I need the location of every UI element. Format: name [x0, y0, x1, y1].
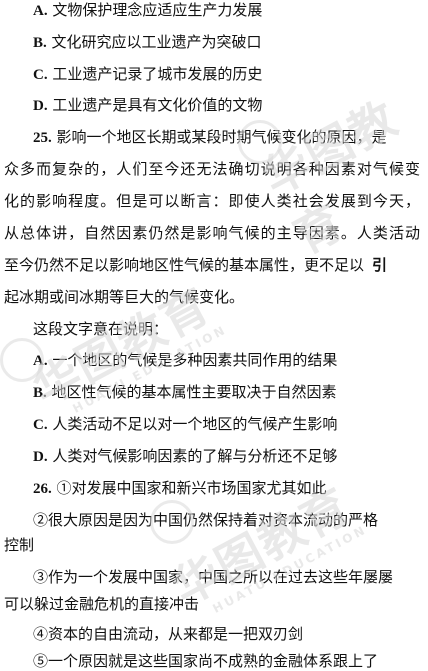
option-text: 人类活动不足以对一个地区的气候产生影响: [52, 415, 338, 433]
q25-prompt: 这段文字意在说明：: [33, 320, 169, 338]
option-letter: D.: [33, 449, 48, 465]
passage-text: 影响一个地区长期或某段时期气候变化的原因，是: [56, 128, 387, 146]
item-mark: ①: [56, 479, 72, 497]
item-mark: ③: [33, 568, 49, 586]
option-text: 文物保护理念应适应生产力发展: [52, 1, 263, 19]
item-text: 资本的自由流动，从来都是一把双刃剑: [48, 625, 304, 643]
q24-option-a: A. 文物保护理念应适应生产力发展: [33, 0, 262, 21]
q25-passage-line-5: 至今仍然不足以影响地区性气候的基本属性，更不足以引: [4, 255, 387, 276]
q25-passage-line-4: 从总体讲，自然因素仍然是影响气候的主导因素。人类活动: [4, 224, 420, 242]
inline-label: 引: [372, 258, 388, 274]
item-text: 对发展中国家和新兴市场国家尤其如此: [71, 479, 327, 497]
item-text: 很大原因是因为中国仍然保持着对资本流动的严格: [48, 511, 379, 529]
option-letter: A.: [33, 353, 48, 369]
q25-option-d: D. 人类对气候影响因素的了解与分析还不足够: [33, 446, 337, 467]
item-text: 一个原因就是这些国家尚不成熟的金融体系跟上了: [48, 652, 379, 670]
q25-passage-line-1: 25. 影响一个地区长期或某段时期气候变化的原因，是: [33, 127, 387, 148]
option-letter: C.: [33, 67, 48, 83]
q26-item-5: ⑤一个原因就是这些国家尚不成熟的金融体系跟上了: [33, 651, 378, 671]
q26-item-2: ②很大原因是因为中国仍然保持着对资本流动的严格: [33, 510, 378, 530]
passage-text: 至今仍然不足以影响地区性气候的基本属性，更不足以: [4, 256, 365, 274]
item-text: 作为一个发展中国家，中国之所以在过去这些年屡屡: [48, 568, 394, 586]
item-mark: ④: [33, 625, 49, 643]
q26-item-2-cont: 控制: [4, 536, 35, 554]
q26-item-3-cont: 可以躲过金融危机的直接冲击: [4, 595, 200, 613]
option-text: 工业遗产记录了城市发展的历史: [52, 65, 263, 83]
item-mark: ⑤: [33, 652, 49, 670]
option-letter: C.: [33, 417, 48, 433]
option-text: 一个地区的气候是多种因素共同作用的结果: [52, 351, 338, 369]
option-text: 人类对气候影响因素的了解与分析还不足够: [52, 447, 338, 465]
option-text: 地区性气候的基本属性主要取决于自然因素: [51, 383, 337, 401]
option-text: 文化研究应以工业遗产为突破口: [51, 33, 262, 51]
q26-item-3: ③作为一个发展中国家，中国之所以在过去这些年屡屡: [33, 567, 393, 587]
question-number: 25.: [33, 130, 52, 146]
q25-option-b: B. 地区性气候的基本属性主要取决于自然因素: [33, 382, 337, 403]
q26-item-1: 26. ①对发展中国家和新兴市场国家尤其如此: [33, 478, 327, 499]
option-text: 工业遗产是具有文化价值的文物: [52, 96, 263, 114]
question-number: 26.: [33, 481, 52, 497]
q24-option-d: D. 工业遗产是具有文化价值的文物: [33, 95, 262, 116]
q25-option-c: C. 人类活动不足以对一个地区的气候产生影响: [33, 414, 337, 435]
option-letter: A.: [33, 3, 48, 19]
option-letter: B.: [33, 35, 47, 51]
option-letter: B.: [33, 385, 47, 401]
q25-passage-line-6: 起冰期或间冰期等巨大的气候变化。: [4, 288, 245, 306]
q25-option-a: A. 一个地区的气候是多种因素共同作用的结果: [33, 350, 337, 371]
item-mark: ②: [33, 511, 49, 529]
q24-option-b: B. 文化研究应以工业遗产为突破口: [33, 32, 262, 53]
option-letter: D.: [33, 98, 48, 114]
q25-passage-line-3: 化的影响程度。但是可以断言：即使人类社会发展到今天，: [4, 192, 420, 210]
q25-passage-line-2: 众多而复杂的，人们至今还无法确切说明各种因素对气候变: [4, 160, 420, 178]
q24-option-c: C. 工业遗产记录了城市发展的历史: [33, 64, 262, 85]
q26-item-4: ④资本的自由流动，从来都是一把双刃剑: [33, 624, 303, 644]
